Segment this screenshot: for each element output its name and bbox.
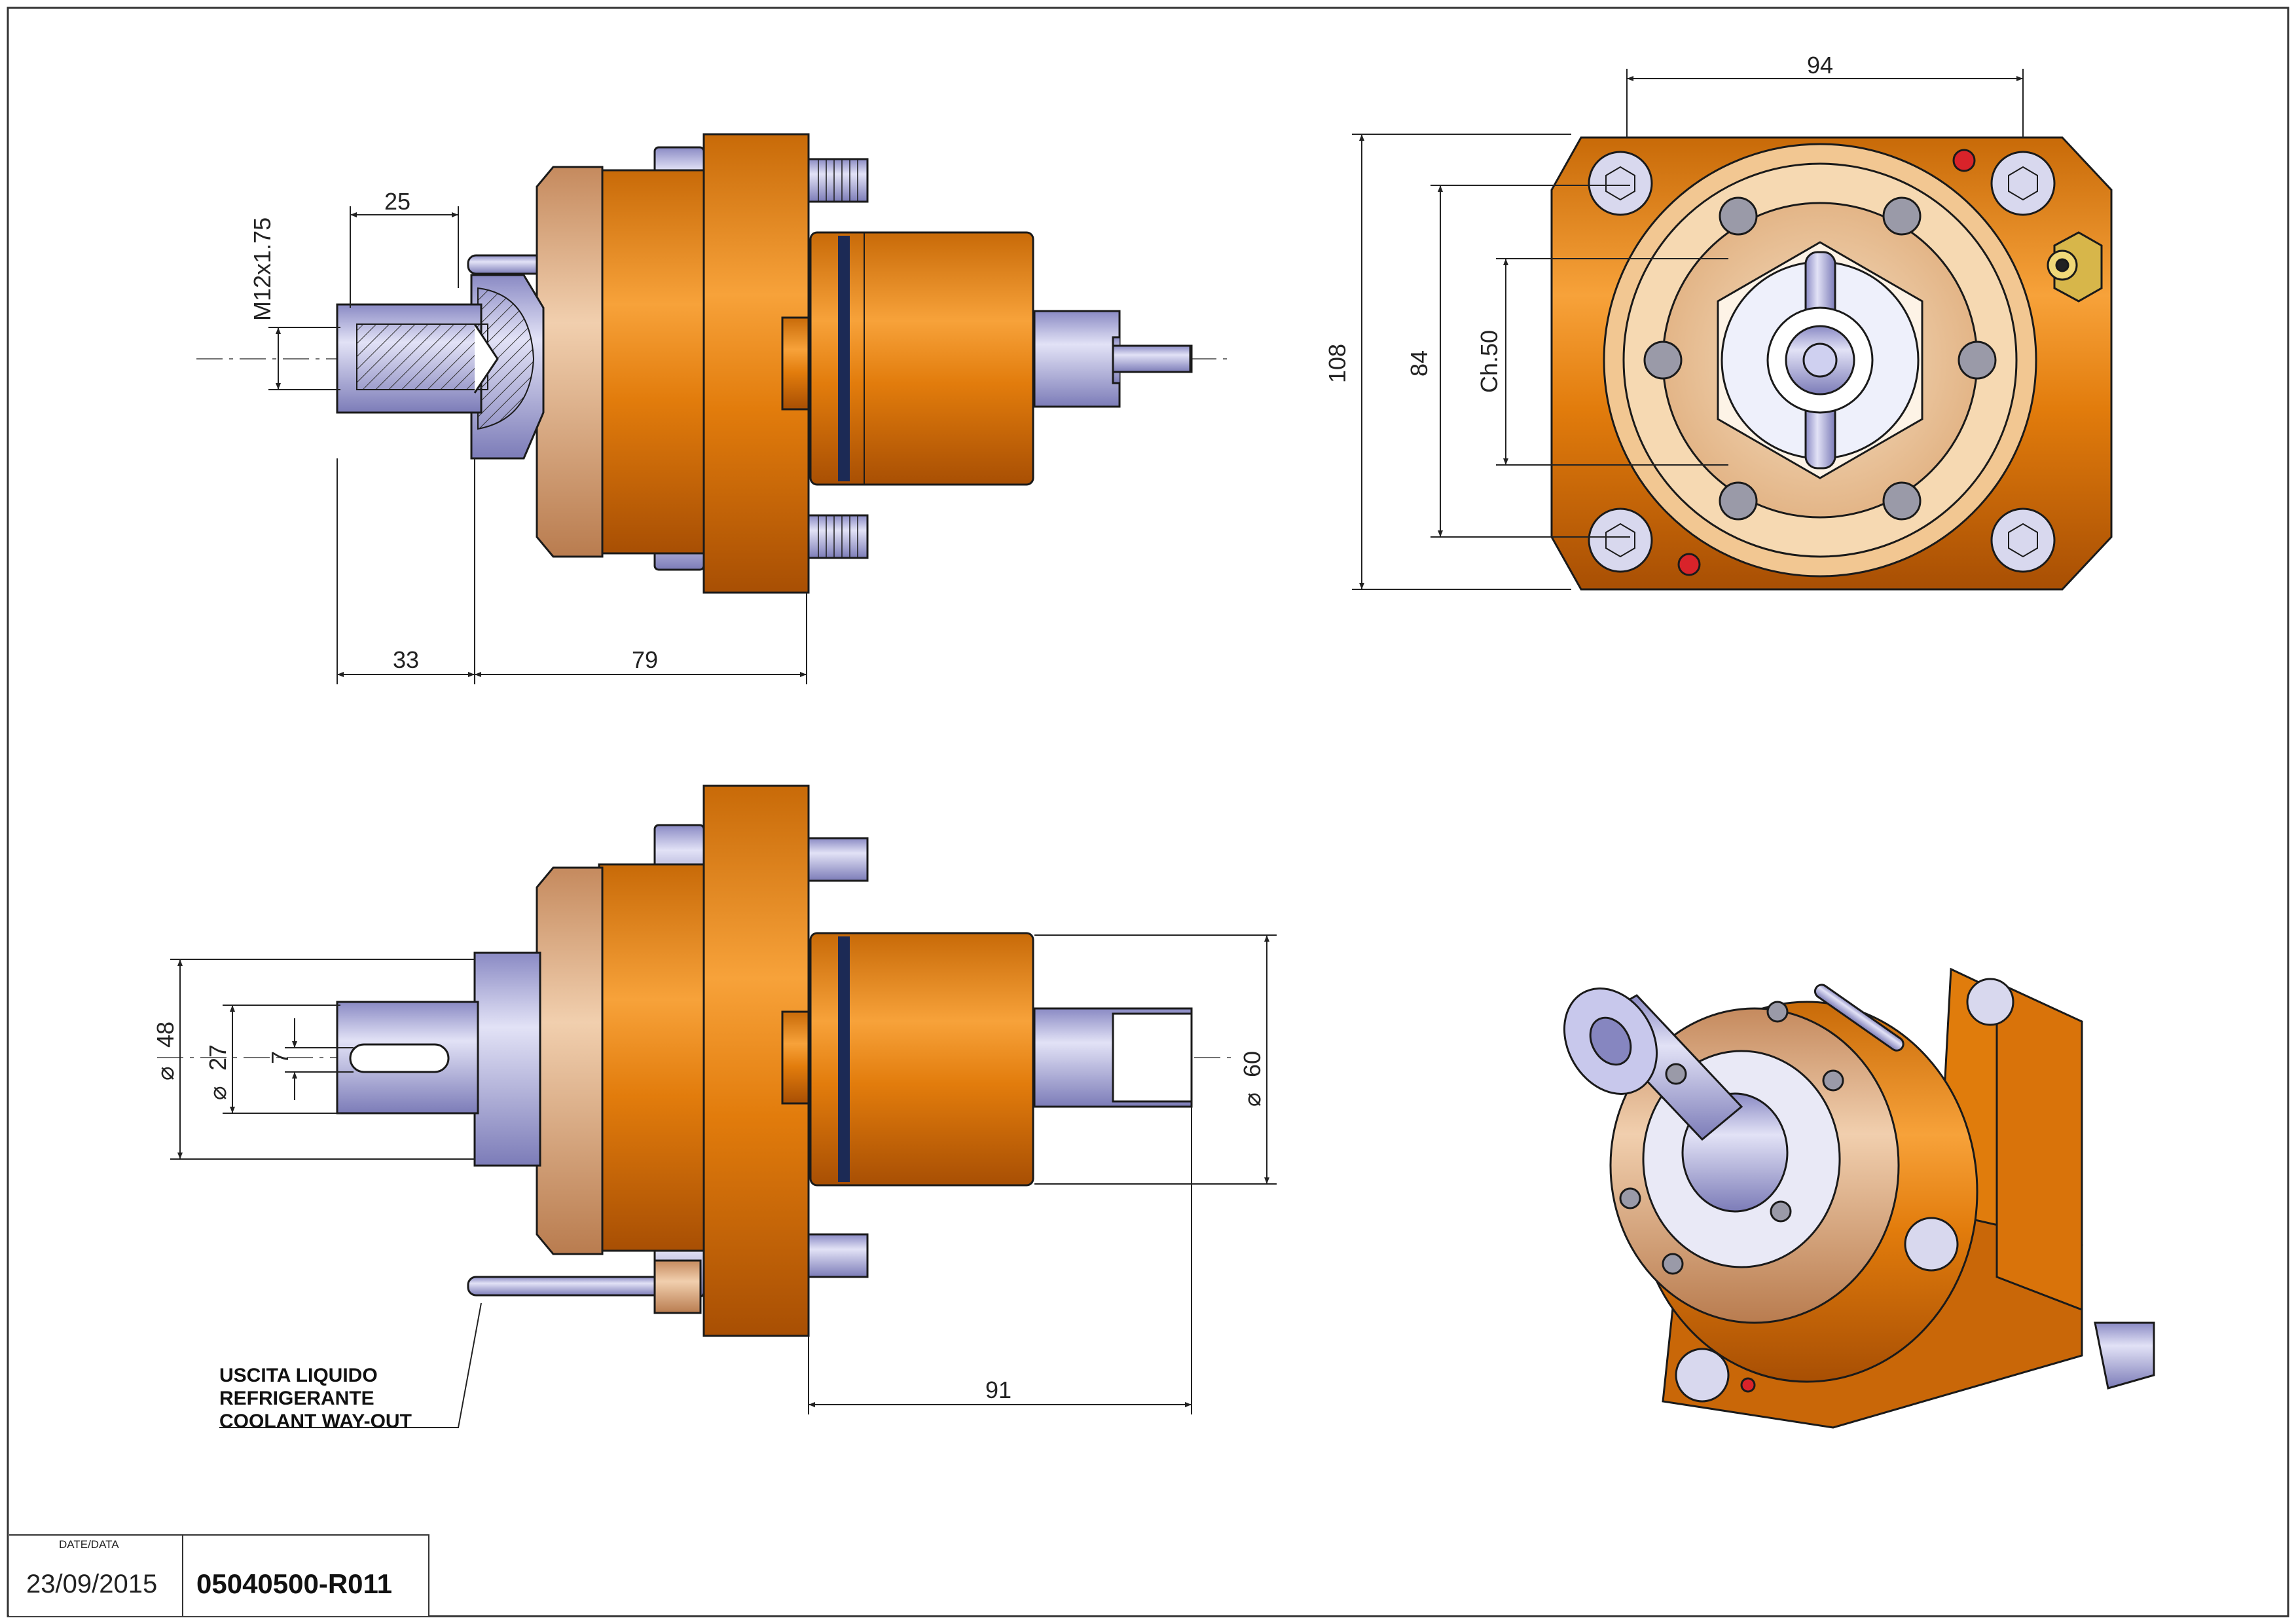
diameter-symbol-48: ⌀ <box>152 1066 179 1080</box>
dimensions-view-2 <box>1352 69 2024 590</box>
front-view <box>1550 136 2113 591</box>
dim-7: 7 <box>266 1051 293 1064</box>
diameter-symbol-60: ⌀ <box>1239 1092 1266 1107</box>
diameter-symbol-27: ⌀ <box>204 1086 231 1100</box>
note-line-1: USCITA LIQUIDO <box>219 1365 378 1386</box>
dim-108: 108 <box>1324 344 1351 383</box>
dim-33: 33 <box>393 646 419 673</box>
dim-dia48: 48 <box>152 1022 179 1048</box>
side-view-bottom <box>157 784 1231 1337</box>
dimensions-view-3 <box>170 934 1277 1428</box>
date-value: 23/09/2015 <box>26 1570 158 1598</box>
dim-dia27: 27 <box>204 1044 231 1071</box>
dim-dia60: 60 <box>1239 1051 1266 1077</box>
sheet-border <box>7 7 2289 1617</box>
side-view-top <box>196 133 1231 594</box>
dim-84: 84 <box>1406 350 1432 377</box>
dim-ch50: Ch.50 <box>1476 330 1503 393</box>
drawing-code: 05040500-R011 <box>196 1568 392 1599</box>
dim-thread: M12x1.75 <box>249 217 276 321</box>
dim-91: 91 <box>985 1376 1011 1403</box>
dim-94: 94 <box>1807 52 1833 79</box>
dimensions-view-1 <box>268 206 807 684</box>
title-block: DATE/DATA 23/09/2015 05040500-R011 <box>9 1534 429 1616</box>
code-cell: 05040500-R011 <box>183 1536 428 1616</box>
note-line-3: COOLANT WAY-OUT <box>219 1411 412 1432</box>
date-cell: DATE/DATA 23/09/2015 <box>9 1536 183 1616</box>
dim-79: 79 <box>632 646 658 673</box>
note-line-2: REFRIGERANTE <box>219 1388 374 1409</box>
dim-25: 25 <box>384 188 410 215</box>
isometric-view <box>1563 967 2155 1429</box>
date-label: DATE/DATA <box>59 1538 119 1551</box>
